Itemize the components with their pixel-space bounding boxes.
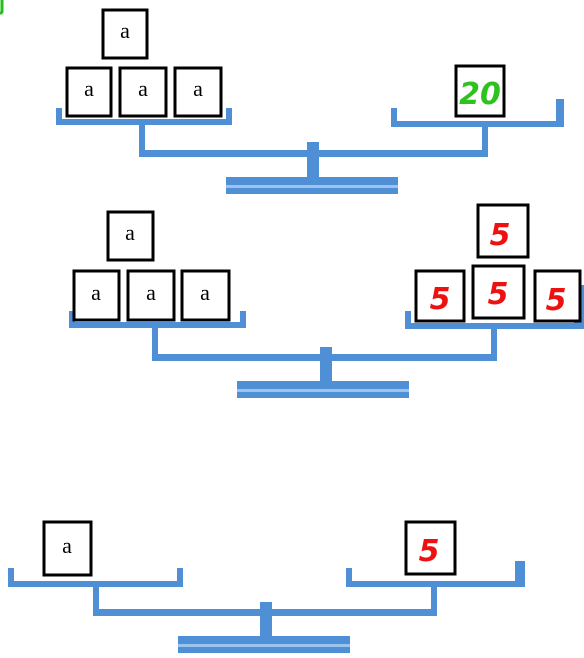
scale-3-post — [260, 602, 272, 640]
corner-pen-mark — [0, 0, 2, 14]
balance-scale-3: a 5 — [8, 522, 525, 653]
scale-1-box-top: a — [103, 10, 147, 58]
scale-1-left-pan — [58, 119, 230, 125]
balance-scale-2: a a a a 5 5 5 5 — [69, 205, 584, 398]
svg-text:5: 5 — [430, 282, 451, 317]
svg-text:a: a — [91, 280, 101, 305]
svg-text:5: 5 — [546, 283, 567, 318]
svg-text:a: a — [200, 280, 210, 305]
svg-text:5: 5 — [490, 218, 511, 253]
scale-2-number-box-top: 5 — [478, 205, 528, 257]
scale-2-post — [320, 347, 332, 385]
svg-text:a: a — [84, 76, 94, 101]
scale-3-box: a — [44, 522, 91, 575]
scale-2-box-3: a — [182, 271, 229, 320]
svg-text:20: 20 — [459, 77, 501, 112]
svg-text:a: a — [125, 220, 135, 245]
svg-text:a: a — [138, 76, 148, 101]
scale-3-right-pan-lip-right — [515, 561, 525, 587]
scale-2-right-pan-lip-left — [405, 311, 411, 329]
scale-3-right-pan — [349, 581, 525, 587]
scale-1-right-pan — [394, 121, 564, 127]
scale-2-number-box-3: 5 — [535, 271, 580, 321]
scale-2-box-top: a — [108, 212, 153, 260]
svg-text:5: 5 — [488, 277, 509, 312]
scale-3-left-pan-lip-left — [8, 568, 14, 587]
scale-2-box-1: a — [74, 271, 119, 320]
balance-scale-1: a a a a 20 — [56, 10, 564, 194]
scale-3-left-pan-lip-right — [177, 568, 183, 587]
svg-text:a: a — [120, 18, 130, 43]
scale-1-box-1: a — [67, 68, 111, 116]
scale-1-box-2: a — [120, 68, 166, 116]
scale-1-left-pan-lip-right — [226, 108, 232, 125]
scale-1-number-box: 20 — [456, 66, 504, 116]
svg-text:a: a — [193, 76, 203, 101]
scale-3-left-pan — [10, 581, 182, 587]
svg-text:5: 5 — [419, 534, 440, 569]
scale-1-right-pan-lip-left — [391, 108, 397, 127]
scale-1-box-3: a — [175, 68, 221, 116]
scale-1-left-pan-lip-left — [56, 108, 62, 125]
svg-text:a: a — [146, 280, 156, 305]
scale-2-number-box-1: 5 — [416, 271, 464, 321]
scale-3-right-pan-lip-left — [346, 568, 352, 587]
svg-text:a: a — [62, 533, 72, 558]
scale-2-number-box-2: 5 — [473, 266, 524, 318]
scale-3-number-box: 5 — [406, 522, 455, 574]
scale-1-right-pan-lip-right — [556, 99, 564, 127]
scale-2-left-pan — [71, 322, 245, 328]
scale-2-box-2: a — [128, 271, 174, 320]
scale-1-post — [307, 142, 319, 180]
scale-2-left-pan-lip-right — [240, 311, 246, 328]
scale-2-right-pan — [408, 323, 584, 329]
